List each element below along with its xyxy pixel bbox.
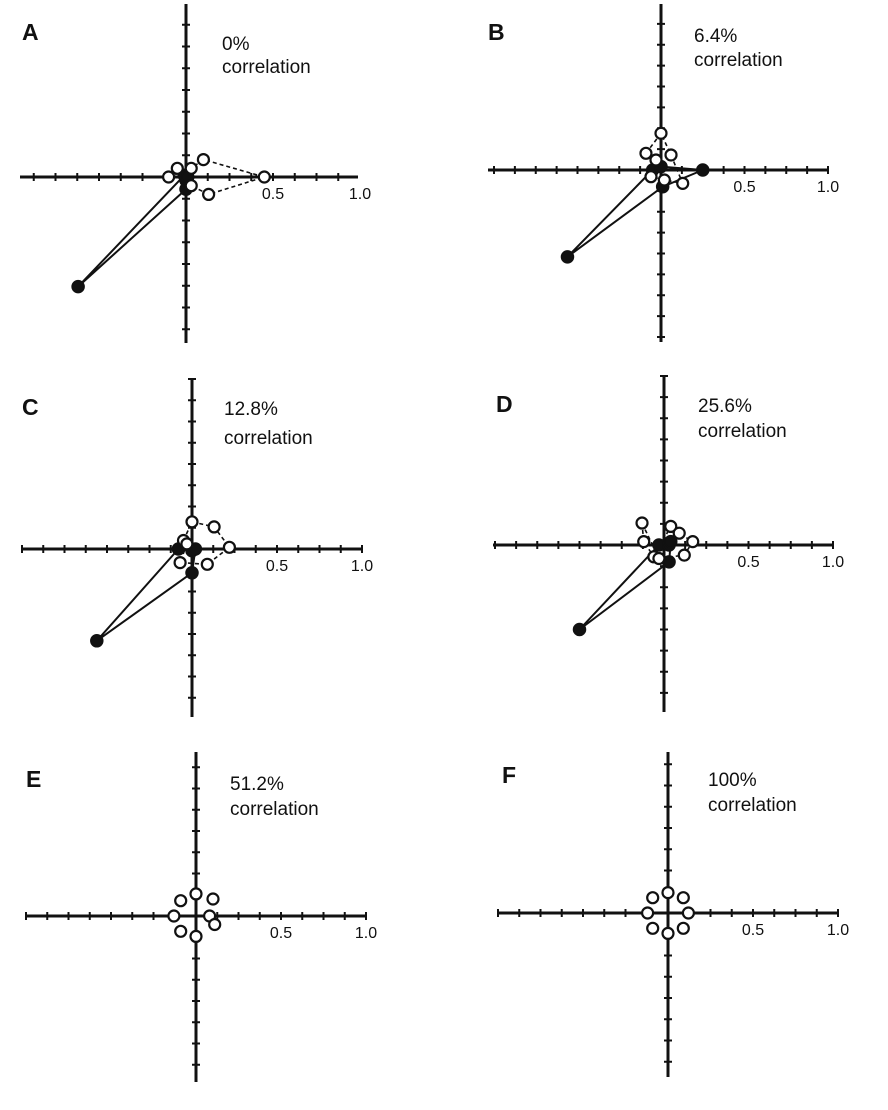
panel-letter: D	[496, 391, 513, 417]
data-point-filled	[185, 566, 199, 580]
data-point-filled	[572, 622, 587, 637]
panel-letter: A	[22, 19, 39, 45]
panel-letter: C	[22, 394, 39, 420]
x-tick-label: 0.5	[270, 925, 292, 942]
panel-letter: E	[26, 766, 41, 792]
panel-title: 6.4%	[694, 26, 737, 47]
panel-letter: B	[488, 19, 505, 45]
x-tick-label: 1.0	[351, 558, 373, 575]
series-line-filled	[77, 174, 189, 288]
panel-title: 12.8%	[224, 399, 278, 420]
data-point-open	[196, 153, 210, 167]
panel-title: 100%	[708, 770, 757, 791]
data-point-open	[664, 519, 678, 534]
data-point-open	[661, 926, 675, 941]
panel-a: 0.5 1.0 A 0%correlation	[20, 4, 371, 343]
panel-subtitle: correlation	[698, 421, 787, 442]
data-point-open	[167, 909, 181, 923]
panel-c: 0.5 1.0 C 12.8% correlation	[21, 378, 373, 717]
data-point-open	[681, 906, 696, 920]
data-point-open	[189, 887, 203, 901]
data-point-open	[672, 526, 686, 540]
data-point-open	[646, 891, 660, 905]
panel-subtitle: correlation	[708, 795, 797, 816]
x-tick-label: 0.5	[262, 186, 284, 203]
data-point-filled	[90, 634, 104, 648]
data-point-open	[162, 170, 176, 184]
data-point-open	[174, 924, 188, 938]
data-point-open	[676, 176, 690, 190]
data-point-open	[170, 161, 184, 175]
data-point-open	[677, 548, 691, 562]
data-point-filled	[71, 279, 85, 294]
x-tick-label: 0.5	[742, 922, 764, 939]
data-point-open	[257, 170, 271, 184]
data-point-open	[222, 540, 236, 554]
data-point-open	[184, 161, 198, 175]
data-point-open	[639, 146, 653, 160]
data-point-open	[661, 885, 675, 900]
data-point-open	[184, 179, 198, 193]
panel-b: 0.5 1.0 B 6.4% correlation	[488, 4, 839, 342]
data-point-open	[646, 921, 660, 935]
x-tick-label: 1.0	[349, 186, 371, 203]
x-tick-label: 1.0	[822, 554, 844, 571]
data-point-filled	[560, 250, 575, 264]
panel-letter: F	[502, 762, 516, 788]
data-point-open	[173, 555, 187, 570]
data-point-open	[644, 170, 658, 184]
data-point-open	[206, 892, 220, 906]
panel-subtitle: correlation	[224, 428, 313, 449]
data-point-open	[640, 906, 655, 920]
data-point-open	[202, 187, 216, 201]
data-point-open	[686, 535, 700, 549]
panel-subtitle: correlation	[230, 799, 319, 820]
x-tick-label: 0.5	[737, 554, 759, 571]
data-point-open	[649, 153, 663, 167]
x-tick-label: 0.5	[733, 179, 755, 196]
panel-subtitle: correlation	[694, 50, 783, 71]
panel-title: 25.6%	[698, 396, 752, 417]
data-point-open	[180, 537, 194, 551]
data-point-open	[676, 921, 690, 935]
data-point-open	[189, 929, 203, 944]
data-point-open	[185, 515, 199, 529]
x-tick-label: 1.0	[355, 925, 377, 942]
data-point-open	[174, 894, 188, 908]
data-point-open	[207, 520, 221, 534]
data-point-open	[657, 173, 671, 187]
data-point-open	[637, 535, 651, 549]
data-point-open	[208, 917, 222, 932]
panel-d: 0.5 1.0 D 25.6% correlation	[493, 375, 844, 712]
data-point-open	[200, 557, 214, 571]
x-tick-label: 1.0	[827, 922, 849, 939]
panel-subtitle: correlation	[222, 57, 311, 78]
panel-title: 0%	[222, 34, 250, 55]
panel-e: 0.5 1.0 E 51.2% correlation	[25, 752, 377, 1082]
data-point-open	[654, 126, 668, 140]
panel-title: 51.2%	[230, 774, 284, 795]
data-point-open	[635, 516, 649, 530]
data-point-open	[664, 148, 678, 162]
x-tick-label: 0.5	[266, 558, 288, 575]
data-point-open	[652, 551, 666, 566]
data-point-filled	[696, 163, 710, 177]
data-point-filled	[664, 534, 678, 549]
panel-f: 0.5 1.0 F 100% correlation	[497, 752, 849, 1077]
x-tick-label: 1.0	[817, 179, 839, 196]
data-point-open	[676, 891, 690, 905]
